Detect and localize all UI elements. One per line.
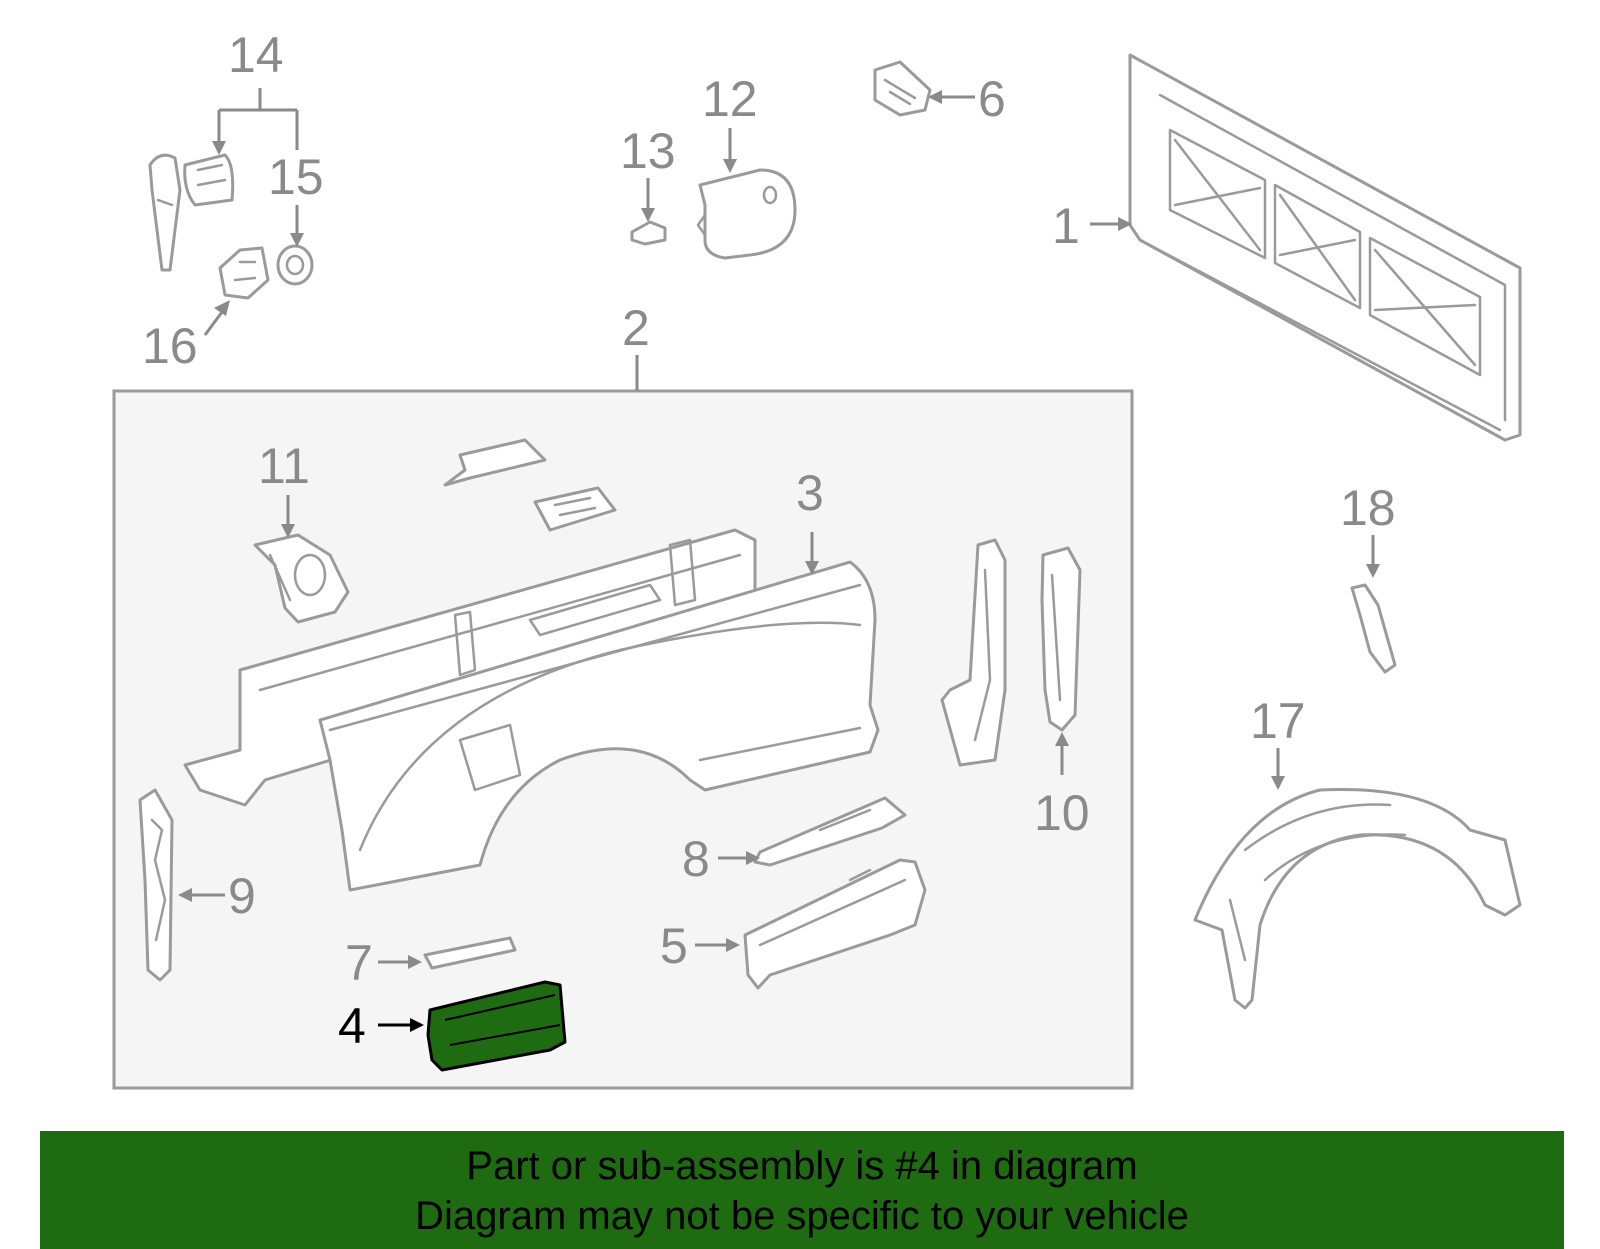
callout-11: 11: [258, 438, 310, 494]
leader-5-head: [726, 938, 740, 952]
leader-11-head: [281, 524, 295, 538]
callout-17: 17: [1250, 693, 1306, 749]
part-9-post[interactable]: [138, 788, 174, 982]
leader-9-head: [178, 888, 192, 902]
bed-bracket-small-a: [443, 438, 547, 487]
banner-line-1: Part or sub-assembly is #4 in diagram: [466, 1144, 1138, 1188]
part-6-bracket[interactable]: [873, 60, 932, 117]
banner-line-2: Diagram may not be specific to your vehi…: [415, 1194, 1189, 1238]
callout-14: 14: [228, 27, 284, 83]
callout-12: 12: [702, 71, 758, 127]
part-13-clip[interactable]: [630, 220, 667, 246]
part-15-washer[interactable]: [276, 244, 314, 286]
bed-bracket-small-b: [533, 486, 617, 532]
callout-13: 13: [620, 123, 676, 179]
callout-16: 16: [142, 318, 198, 374]
part-11-bracket[interactable]: [253, 533, 350, 624]
part-18-bracket[interactable]: [1350, 583, 1397, 674]
callout-3: 3: [796, 465, 824, 521]
leader-17-head: [1271, 776, 1285, 790]
bed-corner-post: [940, 538, 1007, 767]
part-7-plate[interactable]: [423, 936, 517, 970]
leader-8-head: [746, 851, 760, 865]
leader-16: [203, 311, 224, 336]
part-5-extension[interactable]: [743, 858, 927, 990]
leader-1-head: [1118, 217, 1132, 231]
callout-18: 18: [1340, 480, 1396, 536]
callout-15: 15: [268, 149, 324, 205]
part-3-bed-side-outer[interactable]: [318, 560, 880, 892]
leader-4-head: [410, 1018, 424, 1032]
part-17-wheel-housing[interactable]: [1193, 788, 1522, 1010]
callout-10: 10: [1034, 785, 1090, 841]
leader-7-head: [408, 955, 422, 969]
part-16-retainer[interactable]: [218, 246, 270, 300]
callout-4: 4: [338, 998, 366, 1054]
callout-8: 8: [682, 831, 710, 887]
part-10-upright[interactable]: [1040, 546, 1082, 732]
leader-18-head: [1366, 564, 1380, 578]
leader-3-head: [805, 561, 819, 575]
leader-13-head: [641, 208, 655, 222]
part-12-fuel-door[interactable]: [696, 168, 797, 260]
leader-12-head: [723, 159, 737, 173]
leader-14-head: [212, 141, 226, 155]
part-14-lock-cylinder[interactable]: [148, 153, 235, 272]
part-8-reinforcement[interactable]: [753, 796, 907, 867]
callout-7: 7: [345, 935, 373, 991]
callout-5: 5: [660, 918, 688, 974]
part-4-highlighted[interactable]: [426, 980, 567, 1072]
leader-10-head: [1055, 732, 1069, 746]
callout-9: 9: [228, 868, 256, 924]
leader-15-head: [290, 233, 304, 247]
info-banner: Part or sub-assembly is #4 in diagram Di…: [40, 1131, 1564, 1249]
leader-16-head: [214, 300, 230, 316]
part-1-tailgate-panel[interactable]: [1128, 53, 1522, 442]
leader-6-head: [928, 90, 942, 104]
callout-1: 1: [1052, 198, 1080, 254]
callout-2: 2: [622, 300, 650, 356]
callout-6: 6: [978, 71, 1006, 127]
